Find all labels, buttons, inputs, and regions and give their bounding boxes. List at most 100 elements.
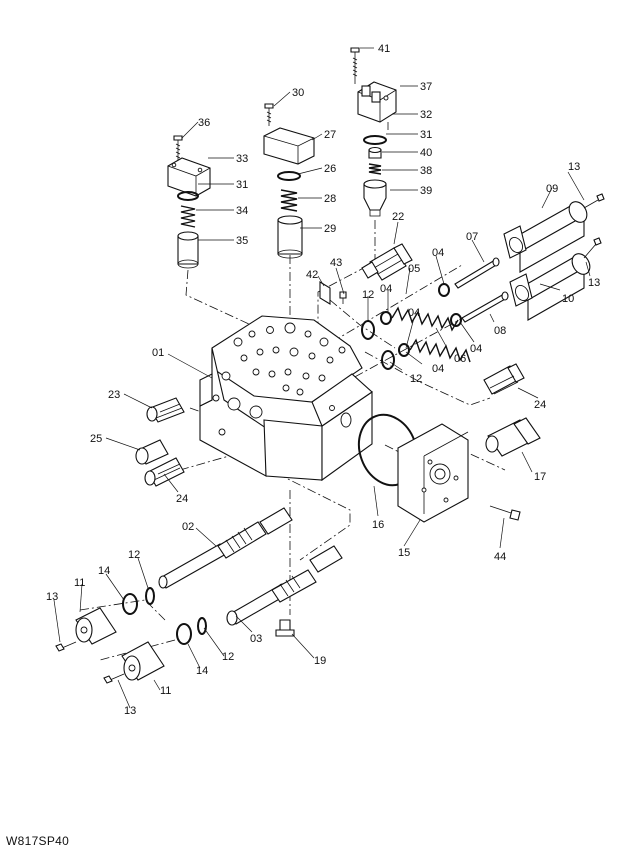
callout-15: 15 [398,547,410,559]
cartridge-23 [146,397,185,423]
callout-12-c: 12 [128,549,140,561]
callout-36: 36 [198,117,210,129]
plug-40 [368,146,382,159]
callout-09: 09 [546,183,558,195]
o-ring-31-right [363,135,387,145]
callout-13-left-upper: 13 [46,591,58,603]
poppet-39 [363,179,387,217]
callout-14-a: 14 [98,565,110,577]
callout-22: 22 [392,211,404,223]
callout-04-d: 04 [470,343,482,355]
o-ring-26 [277,171,301,181]
seal-14-lower [176,623,192,645]
callout-05: 05 [408,263,420,275]
washer-04-c [450,313,462,327]
callout-31-top: 31 [420,129,432,141]
callout-labels: 41 30 37 36 32 27 31 33 40 26 38 13 31 0… [46,43,600,717]
cartridge-17 [485,417,541,457]
callout-08: 08 [494,325,506,337]
o-ring-31-left [177,191,199,201]
callout-38: 38 [420,165,432,177]
callout-42: 42 [306,269,318,281]
rod-08 [461,291,509,323]
callout-07: 07 [466,231,478,243]
leader-lines [53,47,591,709]
callout-19: 19 [314,655,326,667]
pilot-cover-37 [357,81,397,123]
callout-24-right: 24 [534,399,546,411]
spool-03 [226,545,343,626]
callout-01: 01 [152,347,164,359]
callout-37: 37 [420,81,432,93]
bolt-13-left-lower [103,673,125,684]
bolt-13-left-upper [55,641,77,652]
callout-06: 06 [454,353,466,365]
cover-33 [167,157,211,197]
callout-04-a: 04 [432,247,444,259]
bolt-13-top [583,193,605,209]
o-ring-12-upper [361,320,375,340]
spool-29 [277,215,303,259]
callout-14-b: 14 [196,665,208,677]
bolt-30 [264,103,274,126]
o-ring-12-left-upper [145,587,155,605]
bolt-13-right [583,237,602,259]
bolt-44 [489,505,521,521]
cover-27 [263,127,315,165]
bolt-41 [350,47,360,84]
callout-13-top: 13 [568,161,580,173]
callout-31-left: 31 [236,179,248,191]
callout-10: 10 [562,293,574,305]
callout-41: 41 [378,43,390,55]
relief-valve-22 [361,243,413,281]
callout-02: 02 [182,521,194,533]
callout-44: 44 [494,551,506,563]
callout-27: 27 [324,129,336,141]
callout-39: 39 [420,185,432,197]
bolt-36 [173,135,183,160]
callout-24-left: 24 [176,493,188,505]
washer-04-d [398,343,410,357]
callout-35: 35 [236,235,248,247]
callout-13-right: 13 [588,277,600,289]
callout-26: 26 [324,163,336,175]
callout-04-b: 04 [380,283,392,295]
callout-12-d: 12 [222,651,234,663]
callout-33: 33 [236,153,248,165]
spring-05 [391,306,459,332]
plate-42 [319,281,331,305]
callout-30: 30 [292,87,304,99]
valve-body-01 [199,315,373,482]
plug-19 [275,619,295,637]
callout-16: 16 [372,519,384,531]
spring-28 [280,189,298,212]
plug-25 [135,439,169,465]
callout-13-left-lower: 13 [124,705,136,717]
callout-11-b: 11 [160,685,171,697]
seal-14-upper [122,593,138,615]
callout-25: 25 [90,433,102,445]
spring-06 [409,338,471,363]
o-ring-12-mid [381,350,395,370]
callout-12-b: 12 [410,373,422,385]
spring-34 [180,205,196,228]
callout-11-a: 11 [74,577,85,589]
callout-23: 23 [108,389,120,401]
cartridge-24-left [144,457,185,487]
callout-29: 29 [324,223,336,235]
callout-34: 34 [236,205,248,217]
callout-04-e: 04 [432,363,444,375]
spool-02 [158,507,293,589]
washer-04-a [438,283,450,297]
callout-12-a: 12 [362,289,374,301]
callout-17: 17 [534,471,546,483]
cover-09 [503,201,588,273]
callout-40: 40 [420,147,432,159]
cover-10 [509,253,591,321]
cap-11-upper [75,607,117,645]
spool-35 [177,231,199,269]
washer-04-b [380,311,392,325]
callout-28: 28 [324,193,336,205]
rod-07 [454,257,500,289]
